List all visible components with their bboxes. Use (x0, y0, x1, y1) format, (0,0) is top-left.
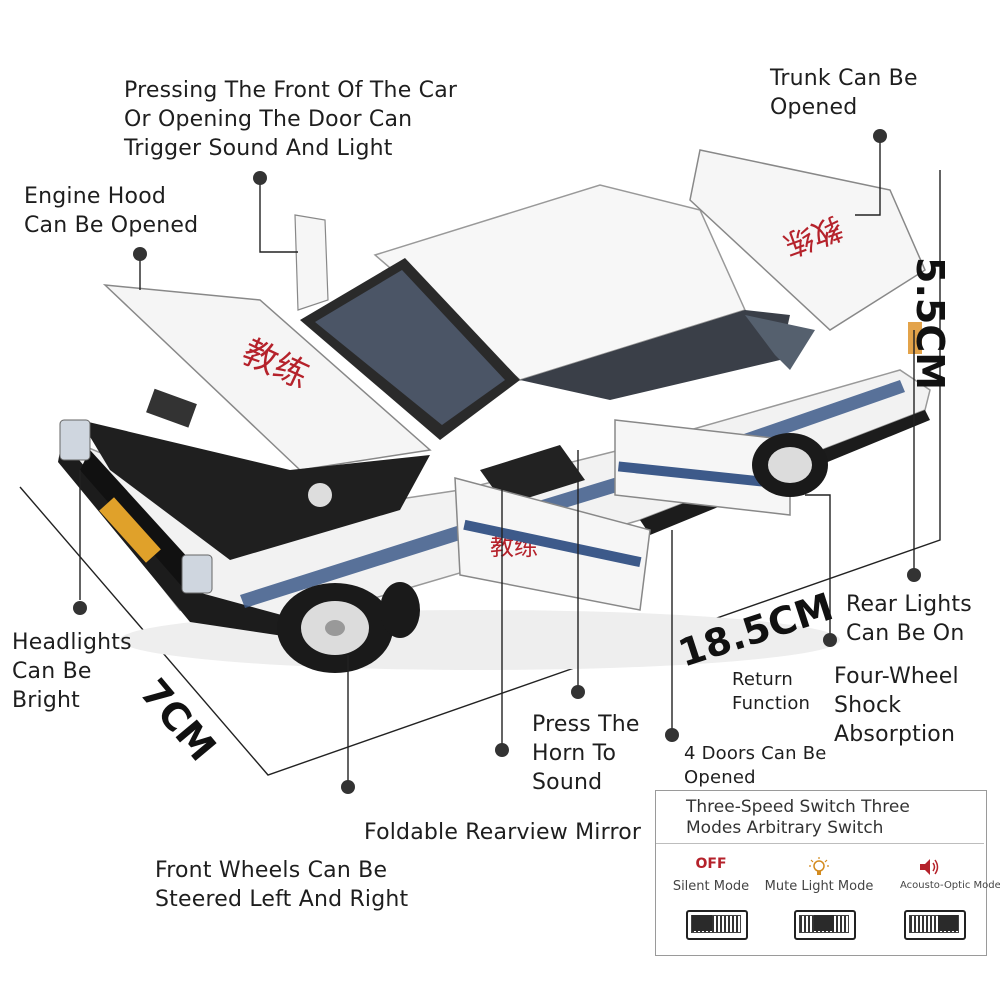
leader-pressing-front (259, 178, 298, 253)
label-rear-lights: Rear Lights Can Be On (846, 592, 972, 646)
engine-bay (80, 420, 430, 560)
mode-acousto-optic: Acousto-Optic Mode (874, 844, 1000, 954)
marker-dot (133, 247, 147, 261)
label-engine-hood: Engine Hood Can Be Opened (24, 184, 199, 238)
off-icon: OFF (695, 856, 727, 872)
leader-four-wheel (805, 494, 831, 640)
mode-light: Mute Light Mode (764, 844, 874, 954)
speaker-icon (874, 856, 984, 878)
marker-dot (823, 633, 837, 647)
marker-dot (495, 743, 509, 757)
headlight-left (59, 419, 91, 461)
side-window (520, 310, 790, 400)
driver-door-open (294, 214, 329, 311)
rear-window (745, 315, 815, 370)
mode-switch[interactable] (794, 910, 856, 940)
mode-switch-panel: Three-Speed Switch Three Modes Arbitrary… (655, 790, 1000, 956)
front-wheel (277, 583, 393, 673)
marker-dot (665, 728, 679, 742)
windshield-glass (315, 270, 505, 425)
mode-switch[interactable] (686, 910, 748, 940)
label-mirror: Foldable Rearview Mirror (364, 820, 642, 845)
leader-trunk (855, 136, 881, 216)
mode-label: Mute Light Mode (764, 879, 874, 894)
label-pressing-front: Pressing The Front Of The Car Or Opening… (124, 78, 458, 161)
label-four-wheel: Four-Wheel Shock Absorption (834, 664, 959, 747)
rear-wheel-near (380, 582, 420, 638)
engine-hood-panel (102, 284, 432, 471)
label-trunk: Trunk Can Be Opened (770, 66, 918, 120)
marker-dot (253, 171, 267, 185)
rear-door-checker (617, 461, 789, 490)
engine-cap (308, 483, 332, 507)
marker-dot (341, 780, 355, 794)
marker-dot (907, 568, 921, 582)
label-headlights: Headlights Can Be Bright (12, 630, 132, 713)
tail-light (908, 322, 922, 354)
label-four-doors: 4 Doors Can Be Opened (684, 743, 827, 788)
rear-door-open (614, 419, 791, 516)
front-grille (80, 450, 190, 590)
label-press-horn: Press The Horn To Sound (532, 712, 640, 795)
trunk-lid (689, 149, 926, 331)
door-checker (463, 519, 642, 568)
label-front-wheels: Front Wheels Can Be Steered Left And Rig… (155, 858, 409, 912)
rear-wheel (752, 433, 828, 497)
marker-dot (571, 685, 585, 699)
headlight-right (181, 554, 213, 594)
engine-part (146, 388, 197, 428)
mode-panel-title: Three-Speed Switch Three Modes Arbitrary… (686, 797, 910, 838)
mode-switch[interactable] (904, 910, 966, 940)
marker-dot (73, 601, 87, 615)
marker-dot (873, 129, 887, 143)
lightbulb-icon (764, 856, 874, 878)
mode-label: Silent Mode (672, 879, 750, 894)
mode-panel-modes: OFF Silent Mode Mute Light Mode Acousto-… (656, 843, 1000, 954)
mode-label: Acousto-Optic Mode (900, 880, 1000, 891)
mode-silent: OFF Silent Mode (656, 844, 766, 954)
dimension-height: 5.5CM (908, 257, 952, 391)
car-seat (480, 445, 585, 505)
license-plate (99, 497, 161, 563)
label-return-function: Return Function (732, 669, 811, 714)
